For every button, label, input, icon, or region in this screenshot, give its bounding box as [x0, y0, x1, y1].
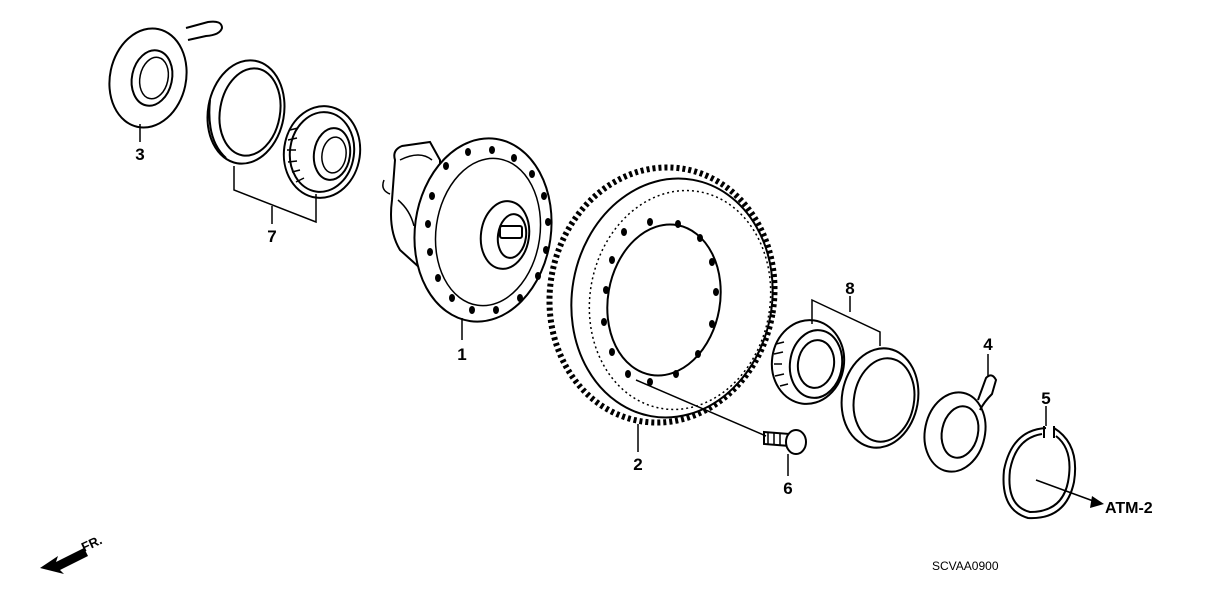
callout-8[interactable]: 8 [845, 279, 854, 298]
part-4-shim[interactable] [917, 374, 998, 477]
part-6-bolt[interactable] [763, 429, 807, 455]
front-direction-arrow-icon [40, 547, 88, 574]
callout-1[interactable]: 1 [457, 345, 466, 364]
callout-5[interactable]: 5 [1041, 389, 1050, 408]
leader-lines [139, 124, 1097, 503]
callout-3[interactable]: 3 [135, 145, 144, 164]
carrier-bolt-holes [425, 146, 551, 314]
callout-4[interactable]: 4 [983, 335, 993, 354]
ring-gear-bolt-holes [601, 218, 719, 386]
callout-2[interactable]: 2 [633, 455, 642, 474]
part-8-bearing-race[interactable] [834, 342, 926, 454]
part-1-differential-carrier[interactable] [382, 129, 563, 330]
reference-arrow-icon [1090, 496, 1104, 508]
part-5-snap-ring[interactable] [1002, 426, 1077, 520]
drawing-code: SCVAA0900 [932, 559, 999, 573]
callout-7[interactable]: 7 [267, 227, 276, 246]
part-7-bearing-race[interactable] [200, 54, 293, 170]
part-2-ring-gear[interactable] [529, 149, 794, 440]
part-8-taper-bearing[interactable] [767, 315, 850, 408]
atm-2-reference-link[interactable]: ATM-2 [1105, 500, 1153, 517]
part-7-taper-bearing[interactable] [278, 101, 366, 203]
part-3-shim[interactable] [100, 20, 224, 135]
callout-6[interactable]: 6 [783, 479, 792, 498]
front-direction-label: FR. [79, 532, 104, 554]
